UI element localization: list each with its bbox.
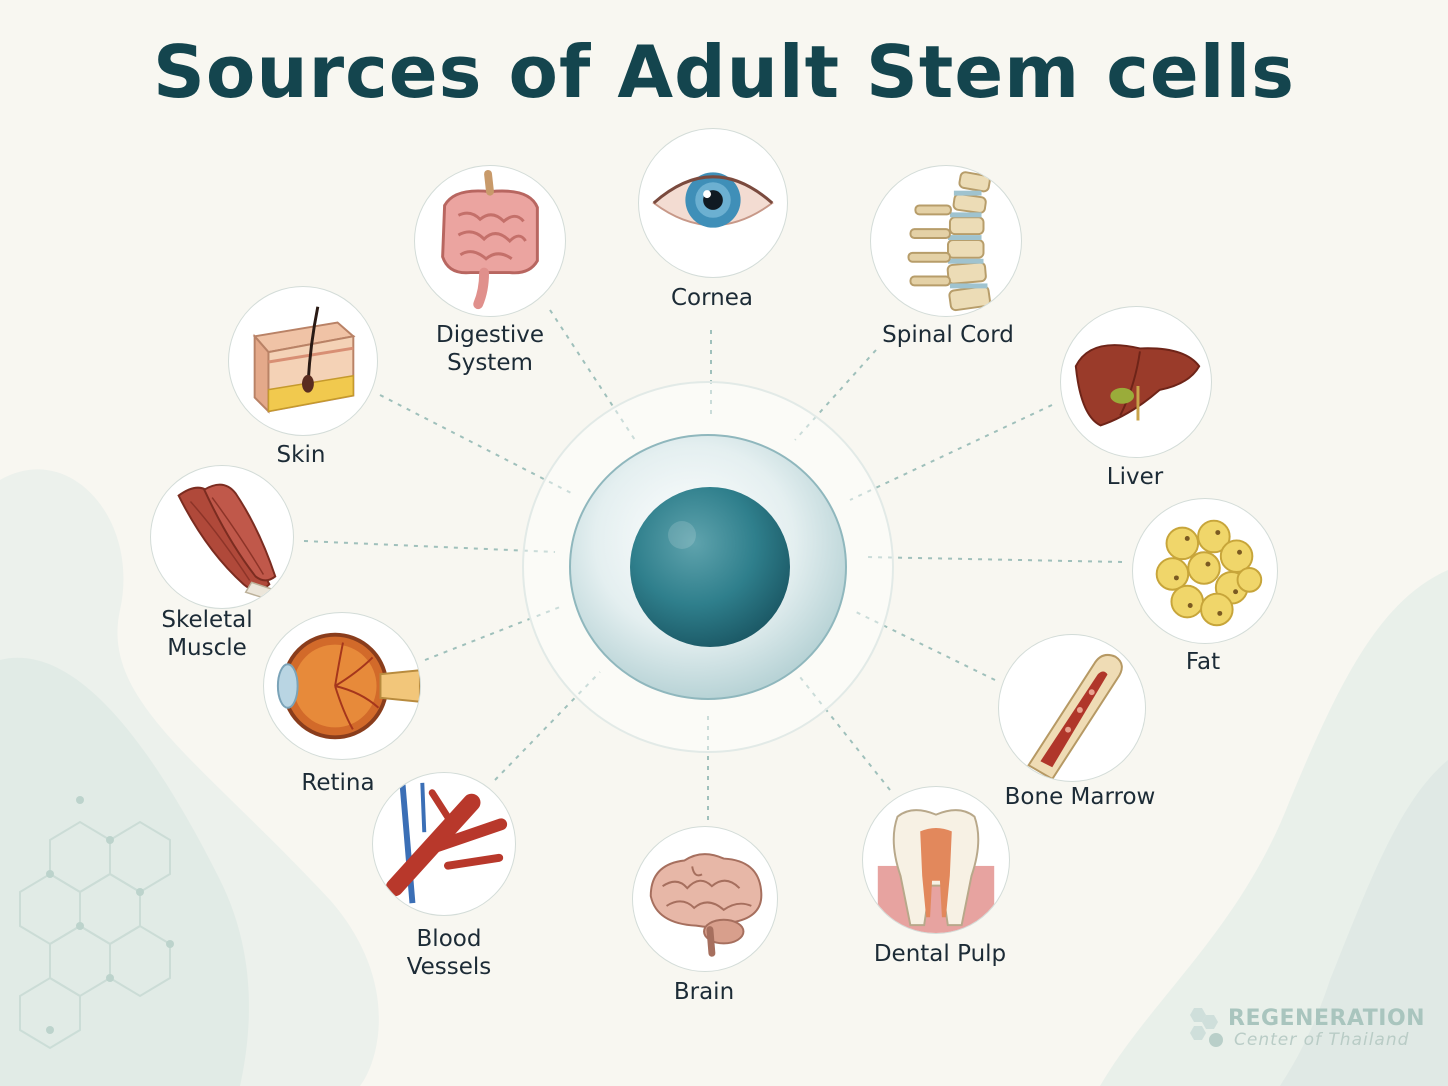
- organ-brain[interactable]: [632, 826, 778, 972]
- label-brain: Brain: [673, 979, 735, 1005]
- connector-dental-pulp: [799, 676, 891, 791]
- page-title: Sources of Adult Stem cells: [153, 30, 1295, 114]
- connector-fat: [865, 556, 1123, 563]
- organ-dental-pulp[interactable]: [862, 786, 1010, 934]
- liver-icon: [1074, 344, 1201, 427]
- tooth-icon: [877, 809, 995, 933]
- connector-liver: [849, 404, 1053, 501]
- fat-cells-icon: [1155, 519, 1263, 627]
- stem-cell-icon: [569, 434, 847, 700]
- label-digestive-system: Digestive System: [435, 322, 545, 376]
- hexagon-logo-icon: [1190, 1008, 1223, 1047]
- connector-skeletal-muscle: [303, 540, 556, 553]
- eye-icon: [652, 172, 774, 228]
- label-skin: Skin: [276, 442, 326, 468]
- organ-spinal-cord[interactable]: [870, 165, 1022, 317]
- label-cornea: Cornea: [670, 285, 754, 311]
- brand-name: REGENERATION: [1228, 1006, 1426, 1031]
- bone-icon: [1027, 653, 1123, 781]
- label-bone-marrow: Bone Marrow: [1004, 784, 1156, 810]
- label-liver: Liver: [1106, 464, 1164, 490]
- connector-spinal-cord: [794, 349, 877, 441]
- label-dental-pulp: Dental Pulp: [873, 941, 1007, 967]
- organ-retina[interactable]: [263, 612, 421, 760]
- skin-icon: [252, 306, 356, 414]
- brain-icon: [649, 853, 763, 957]
- muscle-icon: [177, 483, 289, 605]
- label-retina: Retina: [301, 770, 375, 796]
- label-blood-vessels: Blood Vessels: [406, 926, 492, 980]
- label-skeletal-muscle: Skeletal Muscle: [161, 607, 253, 661]
- label-spinal-cord: Spinal Cord: [882, 322, 1014, 348]
- organ-skeletal-muscle[interactable]: [150, 465, 294, 609]
- blood-vessels-icon: [385, 782, 508, 904]
- organ-liver[interactable]: [1060, 306, 1212, 458]
- connector-skin: [379, 394, 576, 496]
- brand-subtitle: Center of Thailand: [1234, 1030, 1410, 1050]
- organ-digestive-system[interactable]: [414, 165, 566, 317]
- label-fat: Fat: [1185, 649, 1221, 675]
- organ-fat[interactable]: [1132, 498, 1278, 644]
- intestine-icon: [441, 169, 539, 310]
- organ-skin[interactable]: [228, 286, 378, 436]
- organ-bone-marrow[interactable]: [998, 634, 1146, 782]
- spine-icon: [907, 171, 991, 312]
- organ-cornea[interactable]: [638, 128, 788, 278]
- eyeball-icon: [276, 632, 420, 740]
- organ-blood-vessels[interactable]: [372, 772, 516, 916]
- connector-retina: [424, 606, 561, 661]
